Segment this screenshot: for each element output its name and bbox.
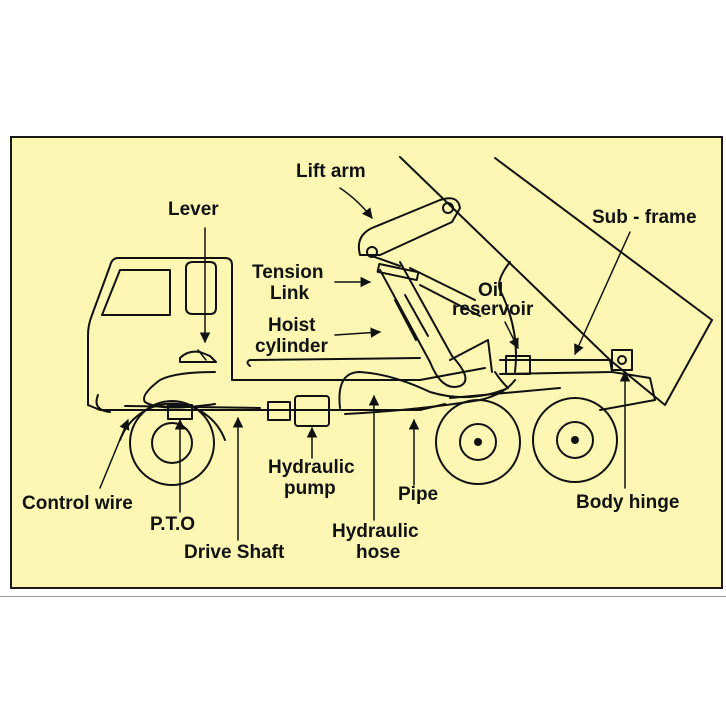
label-hydraulic-pump-1: Hydraulic (268, 457, 355, 478)
label-lift-arm: Lift arm (296, 161, 366, 182)
leader-arrows (99, 187, 631, 541)
rear-wheel-1 (435, 399, 521, 485)
front-wheel (119, 400, 226, 486)
label-tension-link-1: Tension (252, 262, 324, 283)
hydraulic-system (124, 355, 531, 427)
label-hydraulic-pump-2: pump (284, 478, 336, 499)
lever (179, 349, 217, 363)
label-control-wire: Control wire (22, 493, 133, 514)
body-hinge (611, 349, 633, 371)
chassis (119, 357, 656, 411)
truck-cab (87, 257, 421, 413)
label-pto: P.T.O (150, 514, 196, 535)
reservoir-pipe (498, 261, 517, 373)
label-oil-reservoir-1: Oil (478, 280, 504, 301)
rear-wheel-2 (532, 397, 618, 483)
divider (0, 596, 726, 597)
label-drive-shaft: Drive Shaft (184, 542, 285, 563)
label-hydraulic-hose-2: hose (356, 542, 401, 563)
label-hydraulic-hose-1: Hydraulic (332, 521, 419, 542)
label-tension-link-2: Link (270, 283, 310, 304)
label-lever: Lever (168, 199, 219, 220)
tipper-body (399, 156, 713, 406)
hoist-mechanism (357, 197, 493, 388)
label-sub-frame: Sub - frame (592, 207, 697, 228)
label-hoist-cylinder-2: cylinder (255, 336, 328, 357)
label-body-hinge: Body hinge (576, 492, 680, 513)
label-pipe: Pipe (398, 484, 439, 505)
label-hoist-cylinder-1: Hoist (268, 315, 316, 336)
label-oil-reservoir-2: reservoir (452, 299, 534, 320)
